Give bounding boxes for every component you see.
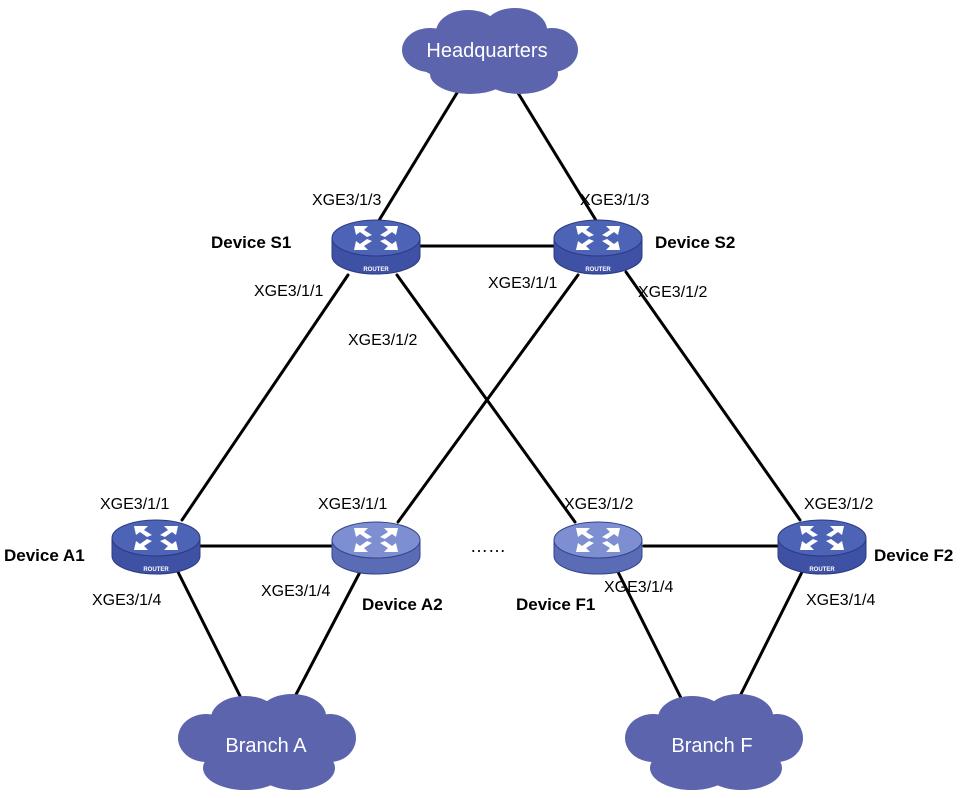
router-badge-s2: ROUTER	[585, 267, 611, 273]
cloud-label-headquarters: Headquarters	[426, 40, 547, 62]
router-icon	[111, 519, 201, 575]
cloud-icon	[178, 694, 356, 790]
link-f1-branch-f	[616, 570, 687, 708]
port-label-s1-up: XGE3/1/3	[312, 192, 381, 209]
port-label-f2-down: XGE3/1/4	[806, 592, 875, 609]
port-label-s1-right: XGE3/1/2	[348, 332, 417, 349]
cloud-icon	[625, 694, 803, 790]
device-name-s2: Device S2	[655, 233, 735, 252]
ellipsis-more-devices: ……	[470, 536, 506, 556]
port-label-f1-up: XGE3/1/2	[564, 496, 633, 513]
router-icon	[553, 521, 643, 575]
cloud-label-branch-f: Branch F	[671, 735, 752, 757]
port-label-a1-down: XGE3/1/4	[92, 592, 161, 609]
cloud-headquarters: Headquarters	[402, 8, 578, 94]
link-hq-s2	[513, 86, 599, 224]
device-a2	[331, 521, 421, 575]
links	[176, 86, 804, 708]
port-label-f2-up: XGE3/1/2	[804, 496, 873, 513]
link-s2-a2	[396, 273, 580, 524]
link-hq-s1	[376, 86, 462, 224]
port-label-a2-down: XGE3/1/4	[261, 583, 330, 600]
cloud-label-branch-a: Branch A	[225, 735, 307, 757]
link-s1-a1	[180, 273, 350, 522]
router-icon	[331, 219, 421, 275]
port-label-s2-right: XGE3/1/2	[638, 284, 707, 301]
router-badge-a1: ROUTER	[143, 567, 169, 573]
device-a1: ROUTER	[111, 519, 201, 575]
device-f2: ROUTER	[777, 519, 867, 575]
port-label-a1-up: XGE3/1/1	[100, 496, 169, 513]
router-icon	[553, 219, 643, 275]
device-name-f2: Device F2	[874, 546, 953, 565]
cloud-branch-a: Branch A	[178, 694, 356, 790]
link-a1-branch-a	[176, 570, 247, 708]
device-name-s1: Device S1	[211, 233, 291, 252]
device-name-f1: Device F1	[516, 595, 595, 614]
link-s1-f1	[395, 273, 577, 524]
router-badge-f2: ROUTER	[809, 567, 835, 573]
link-f2-branch-f	[733, 570, 804, 708]
device-name-a2: Device A2	[362, 595, 443, 614]
device-name-a1: Device A1	[4, 546, 85, 565]
router-badge-s1: ROUTER	[363, 267, 389, 273]
cloud-branch-f: Branch F	[625, 694, 803, 790]
device-s2: ROUTER	[553, 219, 643, 275]
link-a2-branch-a	[288, 570, 362, 708]
port-label-s2-up: XGE3/1/3	[580, 192, 649, 209]
router-icon	[331, 521, 421, 575]
port-label-s1-left: XGE3/1/1	[254, 283, 323, 300]
port-label-s2-left: XGE3/1/1	[488, 275, 557, 292]
port-label-a2-up: XGE3/1/1	[318, 496, 387, 513]
port-label-f1-down: XGE3/1/4	[604, 579, 673, 596]
cloud-icon	[402, 8, 578, 94]
device-s1: ROUTER	[331, 219, 421, 275]
router-icon	[777, 519, 867, 575]
link-s2-f2	[624, 270, 802, 522]
device-f1	[553, 521, 643, 575]
